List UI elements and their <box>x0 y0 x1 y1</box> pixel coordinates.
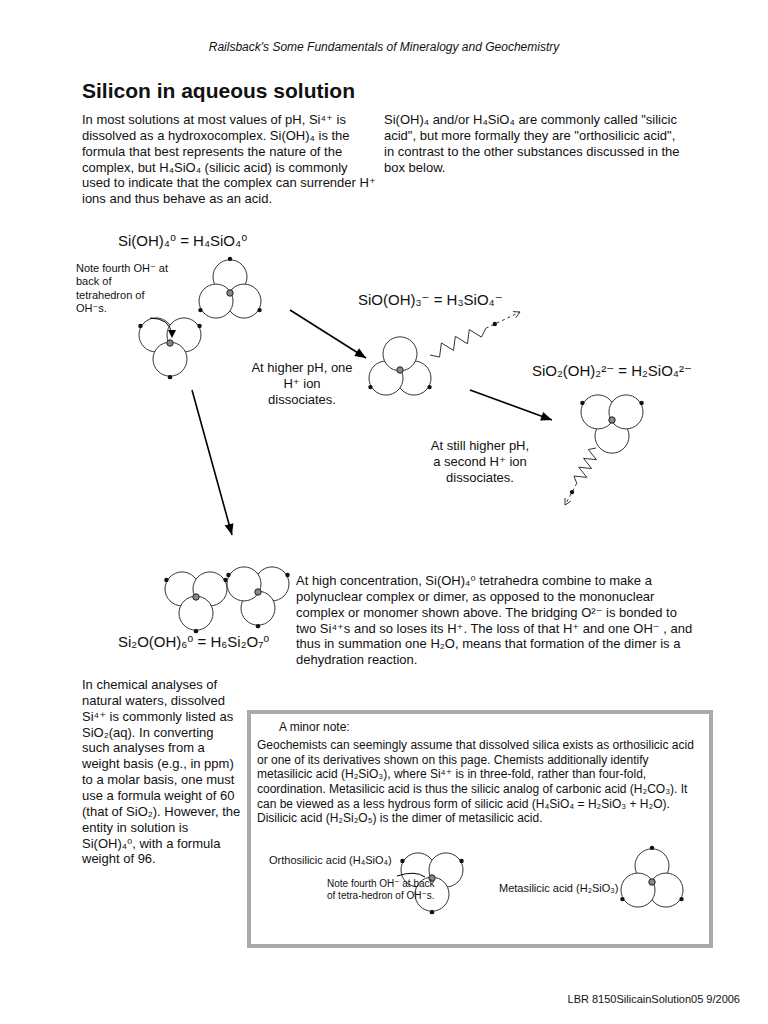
intro-text: Si(OH)₄ and/or H₄SiO₄ are commonly calle… <box>384 112 689 175</box>
reaction-arrow <box>470 390 552 420</box>
hydrogen-atom <box>228 257 232 261</box>
note-heading: A minor note: <box>279 720 579 735</box>
hydrogen-atom <box>580 401 584 405</box>
molecule-caption: Orthosilicic acid (H₄SiO₄) <box>269 854 469 867</box>
silicon-atom <box>227 290 233 296</box>
formula-label: SiO₂(OH)₂²⁻ = H₂SiO₄²⁻ <box>532 362 762 380</box>
oxygen-atom <box>227 567 261 601</box>
hydrogen-atom <box>257 308 261 312</box>
formula-label: SiO(OH)₃⁻ = H₃SiO₄⁻ <box>358 291 618 309</box>
dimer-text: At high concentration, Si(OH)₄⁰ tetrahed… <box>296 573 696 668</box>
departing-proton-path <box>574 448 597 483</box>
silicate-tetrahedron <box>580 395 644 453</box>
hydrogen-atom <box>198 308 202 312</box>
hydrogen-ion <box>570 490 574 494</box>
silicon-atom <box>255 589 261 595</box>
analysis-text: In chemical analyses of natural waters, … <box>82 677 242 867</box>
note-text: Note fourth OH⁻ at back of tetra-hedron … <box>327 878 437 902</box>
note-body: Geochemists can seemingly assume that di… <box>257 738 705 826</box>
silicon-atom <box>397 367 403 373</box>
hydrogen-atom <box>164 578 168 582</box>
hydrogen-atom <box>168 375 172 379</box>
step-text: At still higher pH, a second H⁺ ion diss… <box>428 438 532 486</box>
hydrogen-atom <box>650 846 654 850</box>
arrow-head <box>540 412 552 420</box>
step-text: At higher pH, one H⁺ ion dissociates. <box>248 360 356 408</box>
intro-text: In most solutions at most values of pH, … <box>82 112 377 207</box>
silicate-tetrahedron <box>620 846 684 907</box>
arrow-head <box>354 348 366 358</box>
page-footer: LBR 8150SilicainSolution05 9/2006 <box>440 993 740 1006</box>
reaction-arrow <box>192 390 232 535</box>
oxygen-atom <box>609 395 643 429</box>
hydrogen-atom <box>194 629 198 633</box>
silicon-atom <box>649 879 655 885</box>
silicate-tetrahedron <box>164 572 228 633</box>
note-box: A minor note: Geochemists can seemingly a… <box>247 710 713 948</box>
arrow-head <box>513 312 520 318</box>
formula-label: Si(OH)₄⁰ = H₄SiO₄⁰ <box>118 232 378 250</box>
silicon-atom <box>609 417 615 423</box>
oxygen-atom <box>383 337 417 371</box>
oxygen-atom <box>621 873 655 907</box>
silicate-tetrahedron <box>226 567 290 628</box>
silicate-tetrahedron <box>198 257 262 318</box>
page-title: Silicon in aqueous solution <box>82 78 355 104</box>
hydrogen-atom <box>368 385 372 389</box>
hydrogen-atom <box>639 401 643 405</box>
hydrogen-atom <box>226 573 230 577</box>
note-text: Note fourth OH⁻ at back of tetrahedron o… <box>76 262 168 316</box>
reaction-arrow <box>290 310 366 358</box>
page-header: Railsback's Some Fundamentals of Mineral… <box>0 40 768 55</box>
arrow-head <box>225 523 234 535</box>
hydrogen-atom <box>197 324 201 328</box>
hydrogen-atom <box>256 624 260 628</box>
oxygen-atom <box>153 342 187 376</box>
oxygen-atom <box>199 284 233 318</box>
silicate-tetrahedron <box>368 337 432 395</box>
arrow-head <box>565 498 571 505</box>
hydrogen-atom <box>427 385 431 389</box>
leader-line <box>397 873 425 877</box>
hydrogen-atom <box>620 897 624 901</box>
departing-proton-path <box>486 312 520 328</box>
silicon-atom <box>167 340 173 346</box>
hydrogen-atom <box>285 573 289 577</box>
leader-line <box>150 318 172 335</box>
hydrogen-atom <box>459 859 463 863</box>
departing-proton-path <box>430 328 486 357</box>
silicon-atom <box>193 594 199 600</box>
oxygen-atom <box>179 596 213 630</box>
hydrogen-atom <box>400 859 404 863</box>
departing-proton-path <box>565 483 577 505</box>
molecule-caption: Metasilicic acid (H₂SiO₃) <box>499 882 699 895</box>
hydrogen-ion <box>493 322 497 326</box>
hydrogen-atom <box>430 910 434 914</box>
hydrogen-atom <box>138 324 142 328</box>
hydrogen-atom <box>679 897 683 901</box>
silicate-tetrahedron <box>138 318 202 379</box>
arrow-head <box>168 330 176 338</box>
